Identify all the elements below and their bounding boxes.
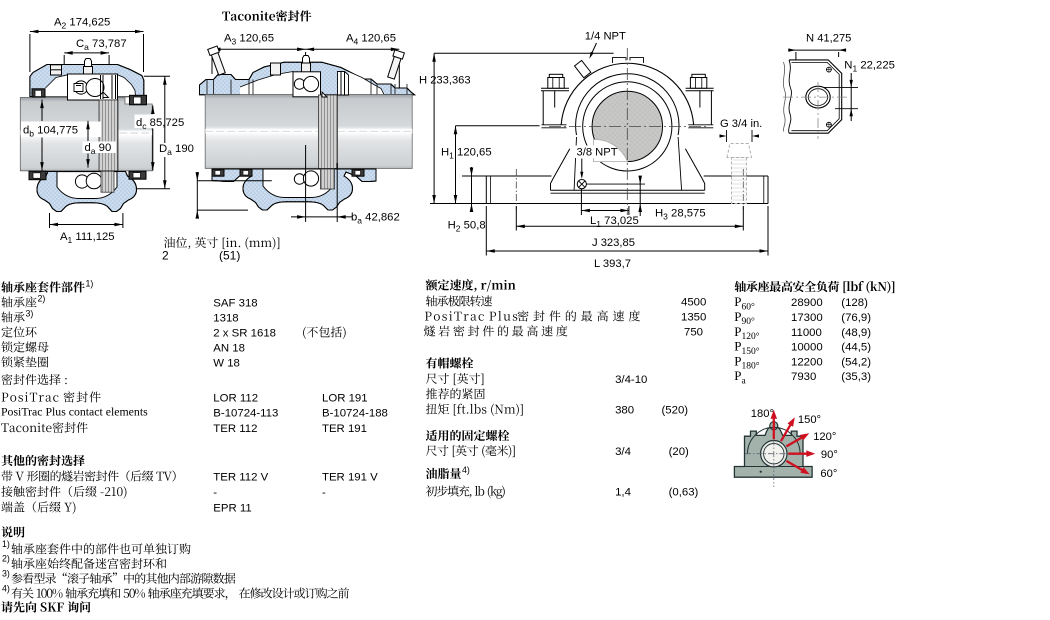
svg-text:W 18: W 18 <box>213 358 240 370</box>
svg-text:11000: 11000 <box>791 327 822 339</box>
svg-text:TER 112 V: TER 112 V <box>213 472 268 484</box>
svg-text:1): 1) <box>2 539 10 549</box>
svg-text:TER 191 V: TER 191 V <box>322 472 378 484</box>
svg-text:da 90: da 90 <box>85 142 112 156</box>
svg-text:12200: 12200 <box>791 356 823 368</box>
svg-text:(44,5): (44,5) <box>841 342 871 354</box>
svg-text:TER 112: TER 112 <box>213 423 257 435</box>
svg-text:3/8 NPT: 3/8 NPT <box>577 147 618 159</box>
svg-text:90°: 90° <box>821 449 838 461</box>
svg-text:4): 4) <box>462 465 470 475</box>
svg-text:3): 3) <box>2 569 10 579</box>
svg-text:db 104,775: db 104,775 <box>23 125 78 139</box>
svg-text:N 41,275: N 41,275 <box>806 33 851 45</box>
svg-text:L1 73,025: L1 73,025 <box>590 215 639 229</box>
svg-text:L 393,7: L 393,7 <box>594 258 631 270</box>
svg-text:N1 22,225: N1 22,225 <box>844 60 895 74</box>
svg-text:380: 380 <box>615 405 634 417</box>
svg-text:LOR 191: LOR 191 <box>322 393 368 405</box>
svg-text:17300: 17300 <box>791 312 823 324</box>
svg-text:A3 120,65: A3 120,65 <box>224 32 274 46</box>
svg-text:H2 50,8: H2 50,8 <box>448 220 486 234</box>
svg-text:G 3/4 in.: G 3/4 in. <box>720 118 762 130</box>
svg-text:EPR 11: EPR 11 <box>213 503 251 515</box>
svg-text:3/4-10: 3/4-10 <box>615 374 647 386</box>
svg-text:750: 750 <box>684 327 703 339</box>
svg-text:1,4: 1,4 <box>615 487 631 499</box>
svg-text:A1 111,125: A1 111,125 <box>60 231 115 245</box>
svg-text:ba 42,862: ba 42,862 <box>351 212 400 226</box>
svg-text:Da 190: Da 190 <box>159 143 194 157</box>
svg-text:4500: 4500 <box>681 297 706 309</box>
svg-text:2): 2) <box>2 554 10 564</box>
svg-text:1318: 1318 <box>213 313 238 325</box>
svg-text:dc 85,725: dc 85,725 <box>136 117 184 131</box>
svg-text:A4 120,65: A4 120,65 <box>346 32 396 46</box>
svg-text:(20): (20) <box>669 446 689 458</box>
svg-text:3): 3) <box>26 309 34 319</box>
svg-text:H3 28,575: H3 28,575 <box>655 208 706 222</box>
svg-text:TER 191: TER 191 <box>322 423 367 435</box>
svg-text:H1 120,65: H1 120,65 <box>441 147 492 161</box>
svg-text:(0,63): (0,63) <box>669 487 699 499</box>
svg-text:3/4: 3/4 <box>615 446 631 458</box>
svg-text:B-10724-113: B-10724-113 <box>213 408 278 420</box>
svg-text:1/4 NPT: 1/4 NPT <box>585 31 626 43</box>
svg-text:1350: 1350 <box>681 312 706 324</box>
svg-text:-: - <box>322 487 326 499</box>
svg-text:10000: 10000 <box>791 342 823 354</box>
svg-text:(76,9): (76,9) <box>841 312 871 324</box>
svg-text:2: 2 <box>162 249 169 263</box>
svg-text:180°: 180° <box>751 408 774 420</box>
svg-text:120°: 120° <box>813 431 836 443</box>
svg-text:4): 4) <box>2 583 10 593</box>
svg-text:60°: 60° <box>820 468 837 480</box>
svg-text:2 x SR 1618: 2 x SR 1618 <box>213 328 276 340</box>
svg-text:AN 18: AN 18 <box>213 343 245 355</box>
svg-text:A2 174,625: A2 174,625 <box>54 17 110 31</box>
svg-text:-: - <box>213 487 217 499</box>
svg-text:28900: 28900 <box>791 297 823 309</box>
svg-text:H 233,363: H 233,363 <box>419 75 471 87</box>
svg-text:1): 1) <box>86 279 94 289</box>
svg-text:2): 2) <box>38 294 46 304</box>
svg-text:(54,2): (54,2) <box>841 356 871 368</box>
svg-text:(48,9): (48,9) <box>841 327 871 339</box>
svg-text:J 323,85: J 323,85 <box>592 237 635 249</box>
svg-text:7930: 7930 <box>791 371 816 383</box>
svg-text:(35,3): (35,3) <box>841 371 871 383</box>
svg-text:LOR 112: LOR 112 <box>213 393 258 405</box>
svg-text:SAF 318: SAF 318 <box>213 298 257 310</box>
svg-text:PosiTrac Plus contact elements: PosiTrac Plus contact elements <box>1 405 148 419</box>
svg-text:Ca 73,787: Ca 73,787 <box>76 38 127 52</box>
svg-text:(51): (51) <box>219 249 240 263</box>
svg-text:B-10724-188: B-10724-188 <box>322 408 388 420</box>
svg-text:150°: 150° <box>798 414 821 426</box>
svg-text:(128): (128) <box>841 297 868 309</box>
svg-text:(520): (520) <box>662 405 689 417</box>
